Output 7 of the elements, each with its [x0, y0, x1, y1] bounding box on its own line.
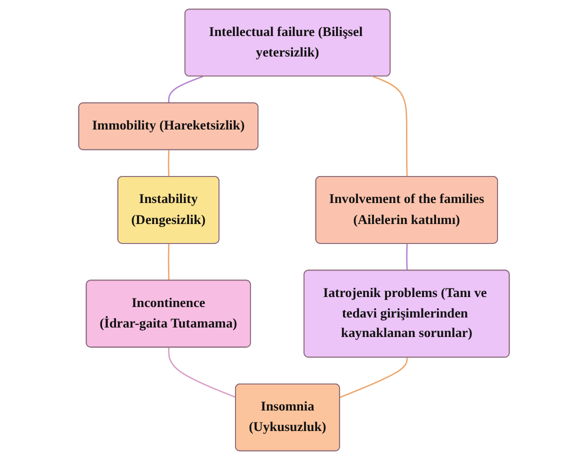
connector [406, 244, 408, 271]
connector [340, 358, 408, 398]
connector [168, 150, 170, 177]
connector [372, 76, 408, 177]
connector [168, 76, 204, 104]
connector [168, 348, 236, 398]
connector [168, 244, 170, 281]
